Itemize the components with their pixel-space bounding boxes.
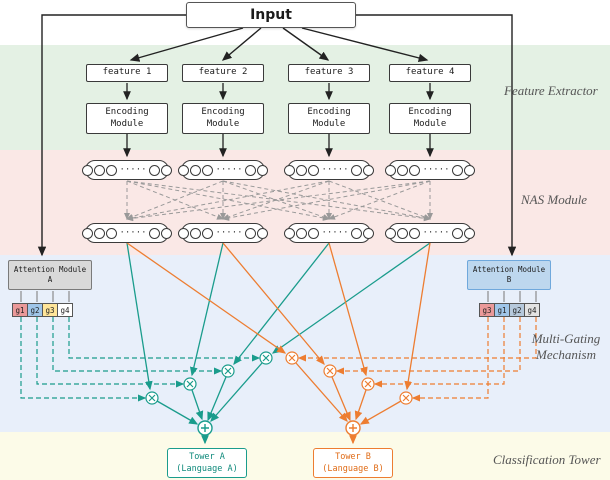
gate-b-3: g2 <box>509 303 525 317</box>
ellipsis: ····· <box>215 227 243 238</box>
encoding-module-2: Encoding Module <box>182 103 264 134</box>
neuron-circle <box>244 164 256 176</box>
input-box: Input <box>186 2 356 28</box>
neuron-circle <box>178 227 190 239</box>
ellipsis: ····· <box>321 227 349 238</box>
feature-2-box: feature 2 <box>182 64 264 82</box>
feature-3-box: feature 3 <box>288 64 370 82</box>
neuron-circle <box>160 227 172 239</box>
ellipsis: ····· <box>119 227 147 238</box>
feature-extractor-label: Feature Extractor <box>504 83 598 98</box>
nas-layer2-nodes-3: ····· <box>284 223 374 243</box>
neuron-circle <box>148 227 160 239</box>
neuron-circle <box>202 164 214 176</box>
neuron-circle <box>256 164 268 176</box>
neuron-circle <box>296 164 308 176</box>
gate-a-2: g2 <box>27 303 43 317</box>
neuron-circle <box>160 164 172 176</box>
nas-module-label: NAS Module <box>521 192 588 207</box>
neuron-circle <box>82 164 94 176</box>
nas-layer2-nodes-4: ····· <box>385 223 475 243</box>
nas-layer1-nodes-4: ····· <box>385 160 475 180</box>
neuron-circle <box>409 227 421 239</box>
gate-b-2: g1 <box>494 303 510 317</box>
attention-module-a: Attention Module A <box>8 260 92 290</box>
neuron-circle <box>451 227 463 239</box>
neuron-circle <box>350 227 362 239</box>
neuron-circle <box>94 227 106 239</box>
gate-a-3: g3 <box>42 303 58 317</box>
gate-a-1: g1 <box>12 303 28 317</box>
nas-layer1-nodes-1: ····· <box>82 160 172 180</box>
tower-a-box: Tower A (Language A) <box>167 448 247 478</box>
neuron-circle <box>106 227 118 239</box>
neuron-circle <box>284 164 296 176</box>
gates-tower-b: g3 g1 g2 g4 <box>479 303 540 317</box>
nas-layer1-nodes-3: ····· <box>284 160 374 180</box>
ellipsis: ····· <box>321 164 349 175</box>
nas-layer1-nodes-2: ····· <box>178 160 268 180</box>
neuron-circle <box>190 227 202 239</box>
neuron-circle <box>106 164 118 176</box>
neuron-circle <box>296 227 308 239</box>
neuron-circle <box>308 227 320 239</box>
ellipsis: ····· <box>422 227 450 238</box>
neuron-circle <box>397 227 409 239</box>
gate-b-1: g3 <box>479 303 495 317</box>
neuron-circle <box>82 227 94 239</box>
neuron-circle <box>409 164 421 176</box>
neuron-circle <box>178 164 190 176</box>
neuron-circle <box>362 164 374 176</box>
neuron-circle <box>202 227 214 239</box>
neuron-circle <box>256 227 268 239</box>
nas-layer2-nodes-1: ····· <box>82 223 172 243</box>
attention-module-b: Attention Module B <box>467 260 551 290</box>
ellipsis: ····· <box>215 164 243 175</box>
feature-4-box: feature 4 <box>389 64 471 82</box>
ellipsis: ····· <box>422 164 450 175</box>
feature-1-box: feature 1 <box>86 64 168 82</box>
gates-tower-a: g1 g2 g3 g4 <box>12 303 73 317</box>
neuron-circle <box>385 227 397 239</box>
classification-tower-band <box>0 432 610 480</box>
neuron-circle <box>362 227 374 239</box>
neuron-circle <box>244 227 256 239</box>
tower-b-box: Tower B (Language B) <box>313 448 393 478</box>
neuron-circle <box>148 164 160 176</box>
nas-layer2-nodes-2: ····· <box>178 223 268 243</box>
encoding-module-3: Encoding Module <box>288 103 370 134</box>
encoding-module-4: Encoding Module <box>389 103 471 134</box>
neuron-circle <box>463 164 475 176</box>
gate-b-4: g4 <box>524 303 540 317</box>
neuron-circle <box>94 164 106 176</box>
neuron-circle <box>385 164 397 176</box>
neuron-circle <box>284 227 296 239</box>
neuron-circle <box>190 164 202 176</box>
multi-gating-label: Multi-Gating Mechanism <box>531 331 601 363</box>
neuron-circle <box>308 164 320 176</box>
classification-tower-label: Classification Tower <box>493 452 601 467</box>
encoding-module-1: Encoding Module <box>86 103 168 134</box>
gate-a-4: g4 <box>57 303 73 317</box>
neuron-circle <box>463 227 475 239</box>
ellipsis: ····· <box>119 164 147 175</box>
neuron-circle <box>350 164 362 176</box>
neuron-circle <box>397 164 409 176</box>
neuron-circle <box>451 164 463 176</box>
